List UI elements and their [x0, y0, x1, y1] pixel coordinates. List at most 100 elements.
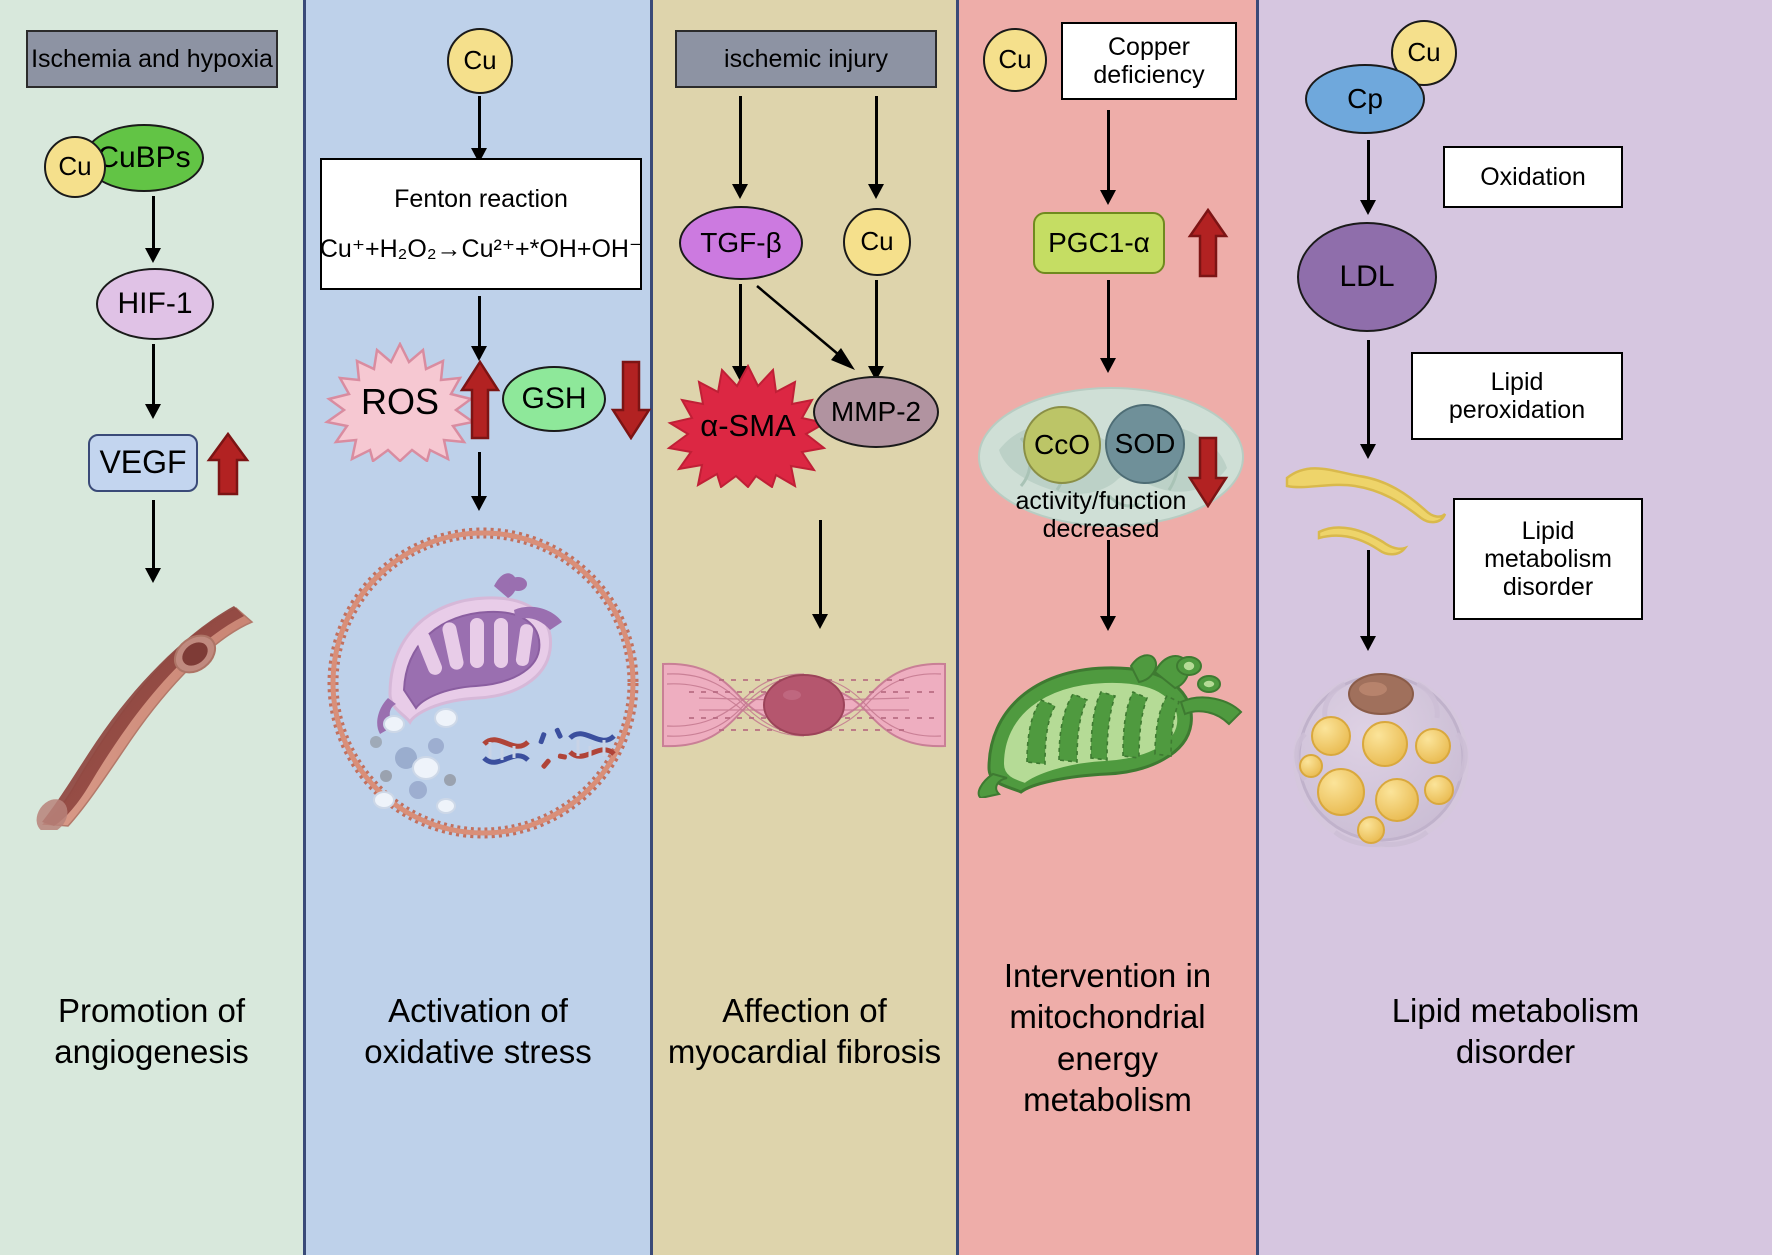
arrow-injury-to-cu: [875, 96, 878, 190]
arrow-vegf-to-vessel: [152, 500, 155, 574]
panel-3-caption-line-2: myocardial fibrosis: [667, 1033, 942, 1071]
panel-4-caption-line-2: mitochondrial energy: [1009, 998, 1206, 1077]
foam-cell-illustration: [1293, 672, 1469, 848]
fenton-reaction-equation: Cu⁺+H₂O₂→Cu²⁺+*OH+OH⁻: [319, 235, 643, 263]
panel-2-caption-line-2: oxidative stress: [364, 1033, 592, 1071]
arrow-lipid-to-foamcell: [1367, 550, 1370, 642]
cu-circle: Cu: [44, 136, 106, 198]
ischemia-hypoxia-box: Ischemia and hypoxia: [26, 30, 278, 88]
panel-angiogenesis: Ischemia and hypoxia CuBPs Cu HIF-1 VEGF: [0, 0, 303, 1255]
arrow-head-injury-to-tgfb: [732, 184, 748, 199]
green-mitochondrion-illustration: [977, 654, 1243, 798]
ros-label: ROS: [360, 380, 439, 422]
arrow-cu-to-fenton: [478, 96, 481, 154]
tgf-beta-ellipse: TGF-β: [679, 206, 803, 280]
arrow-head-deficiency-to-pgc1a: [1100, 190, 1116, 205]
arrow-head-mito-status-to-mito: [1100, 616, 1116, 631]
arrow-cubps-to-hif: [152, 196, 155, 254]
mito-status-line-2: decreased: [1042, 515, 1160, 543]
ros-up-arrow-icon: [459, 360, 501, 440]
arrow-mito-status-to-mito: [1107, 540, 1110, 622]
mito-down-arrow-icon: [1187, 436, 1229, 508]
vegf-up-arrow-icon: [206, 432, 250, 496]
panel-2-caption: Activation of oxidative stress: [306, 990, 650, 1073]
sod-circle: SOD: [1105, 404, 1185, 484]
cp-ellipse: Cp: [1305, 64, 1425, 134]
pgc1a-up-arrow-icon: [1187, 208, 1229, 278]
arrow-ros-to-cell: [478, 452, 481, 502]
copper-deficiency-box: Copper deficiency: [1061, 22, 1237, 100]
arrow-head-injury-to-cu: [868, 184, 884, 199]
lipid-metabolism-disorder-box: Lipid metabolism disorder: [1453, 498, 1643, 620]
cu-circle: Cu: [983, 28, 1047, 92]
cu-circle: Cu: [447, 28, 513, 94]
ros-starburst: [323, 342, 477, 462]
panel-1-caption-line-2: angiogenesis: [54, 1033, 249, 1071]
lipid-disorder-line-2: metabolism: [1484, 545, 1612, 573]
alpha-sma-label: α-SMA: [700, 407, 796, 443]
arrow-injury-to-tgfb: [739, 96, 742, 190]
arrow-head-ldl-to-lipid: [1360, 444, 1376, 459]
arrow-cp-to-ldl: [1367, 140, 1370, 206]
arrow-pgc1a-to-mito-status: [1107, 280, 1110, 364]
oxidized-lipid-illustration: [1285, 467, 1447, 556]
lipid-peroxidation-line-2: peroxidation: [1448, 396, 1586, 424]
hif1-ellipse: HIF-1: [96, 268, 214, 340]
damaged-cell-illustration: [327, 527, 639, 839]
lipid-disorder-line-3: disorder: [1502, 573, 1594, 601]
oxidation-box: Oxidation: [1443, 146, 1623, 208]
panel-2-caption-line-1: Activation of: [388, 992, 568, 1029]
panel-1-caption-line-1: Promotion of: [57, 992, 246, 1029]
mito-status-line-1: activity/function: [1015, 487, 1187, 515]
copper-deficiency-line-1: Copper: [1108, 33, 1190, 61]
mito-activity-status: activity/function decreased: [983, 484, 1219, 546]
lipid-disorder-line-1: Lipid: [1521, 517, 1575, 545]
arrow-head-cp-to-ldl: [1360, 200, 1376, 215]
panel-5-caption: Lipid metabolism disorder: [1259, 990, 1772, 1073]
arrow-head-vegf-to-vessel: [145, 568, 161, 583]
arrow-fenton-to-ros: [478, 296, 481, 352]
arrow-head-pgc1a-to-mito-status: [1100, 358, 1116, 373]
panel-4-caption: Intervention in mitochondrial energy met…: [959, 955, 1256, 1120]
arrow-asma-to-myofibroblast: [819, 520, 822, 620]
panel-mitochondrial-energy: Cu Copper deficiency PGC1-α CcO: [956, 0, 1259, 1255]
arrow-head-asma-to-myofibroblast: [812, 614, 828, 629]
mmp2-ellipse: MMP-2: [813, 376, 939, 448]
lipid-peroxidation-line-1: Lipid: [1490, 368, 1544, 396]
panel-oxidative-stress: Cu Fenton reaction Cu⁺+H₂O₂→Cu²⁺+*OH+OH⁻…: [303, 0, 653, 1255]
panel-1-caption: Promotion of angiogenesis: [0, 990, 303, 1073]
arrow-deficiency-to-pgc1a: [1107, 110, 1110, 196]
arrow-head-hif-to-vegf: [145, 404, 161, 419]
panel-4-caption-line-1: Intervention in: [1003, 957, 1212, 994]
panel-5-caption-line-1: Lipid metabolism: [1391, 992, 1640, 1029]
ldl-ellipse: LDL: [1297, 222, 1437, 332]
arrow-head-fenton-to-ros: [471, 346, 487, 361]
ischemic-injury-box: ischemic injury: [675, 30, 937, 88]
arrow-ldl-to-lipid: [1367, 340, 1370, 450]
lipid-peroxidation-box: Lipid peroxidation: [1411, 352, 1623, 440]
fenton-reaction-box: Fenton reaction Cu⁺+H₂O₂→Cu²⁺+*OH+OH⁻: [320, 158, 642, 290]
pgc1-alpha-box: PGC1-α: [1033, 212, 1165, 274]
gsh-ellipse: GSH: [502, 366, 606, 432]
arrow-hif-to-vegf: [152, 344, 155, 410]
vegf-box: VEGF: [88, 434, 198, 492]
arrow-head-lipid-to-foamcell: [1360, 636, 1376, 651]
arrow-tgfb-to-asma: [739, 284, 742, 372]
cu-circle: Cu: [843, 208, 911, 276]
gsh-down-arrow-icon: [610, 360, 652, 440]
arrow-head-ros-to-cell: [471, 496, 487, 511]
panel-4-caption-line-3: metabolism: [1023, 1080, 1192, 1118]
panel-5-caption-line-2: disorder: [1455, 1033, 1576, 1071]
panel-3-caption-line-1: Affection of: [722, 992, 887, 1029]
myofibroblast-illustration: [662, 662, 946, 748]
fenton-reaction-title: Fenton reaction: [394, 185, 568, 213]
blood-vessel-illustration: [36, 606, 254, 830]
panel-lipid-metabolism: Cu Cp Oxidation LDL Lipid peroxidation L…: [1259, 0, 1772, 1255]
panel-3-caption: Affection of myocardial fibrosis: [653, 990, 956, 1073]
cco-circle: CcO: [1023, 406, 1101, 484]
arrow-cu-to-mmp2: [875, 280, 878, 372]
arrow-tgfb-to-mmp2-diagonal: [756, 285, 855, 370]
copper-deficiency-line-2: deficiency: [1093, 61, 1205, 89]
arrow-head-cubps-to-hif: [145, 248, 161, 263]
